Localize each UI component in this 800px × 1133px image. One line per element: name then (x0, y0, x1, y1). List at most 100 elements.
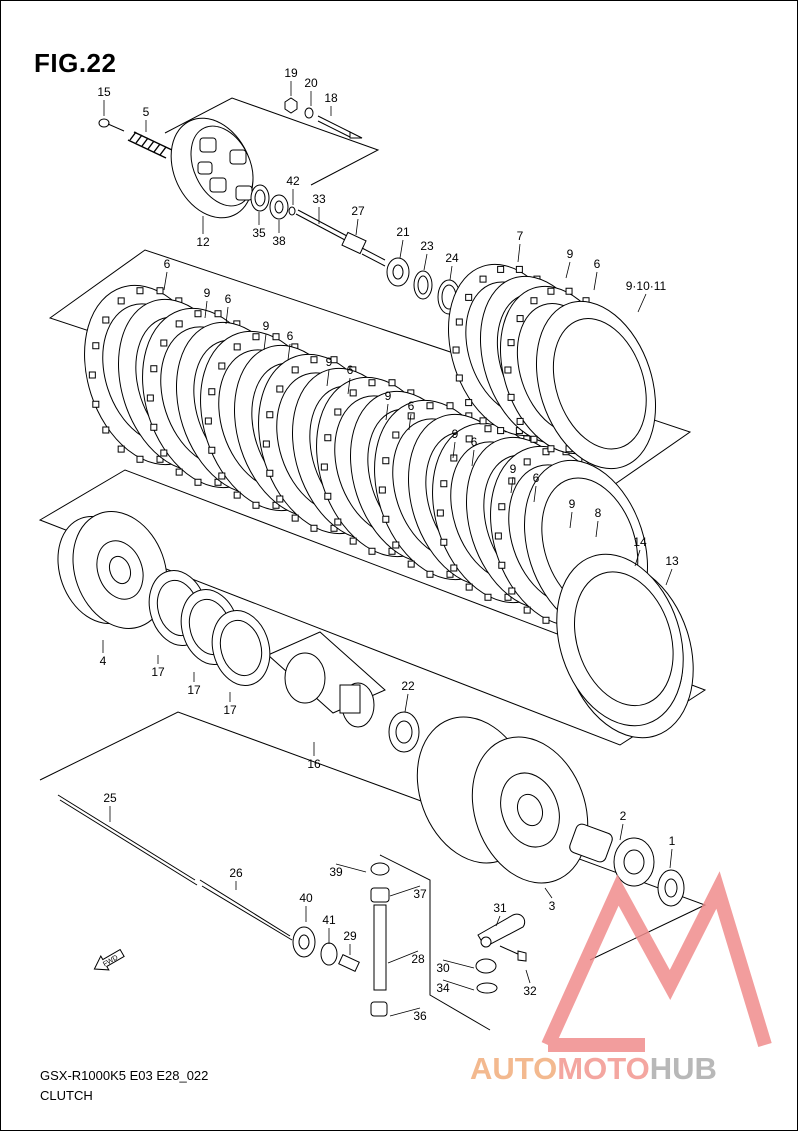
leader-line (408, 413, 412, 431)
leader-line (525, 969, 531, 984)
damper-assembly-part-16 (284, 652, 375, 728)
part-number-label: 4 (100, 654, 107, 668)
leader-line (595, 520, 599, 538)
leader-line (225, 306, 229, 325)
part-number-label: 9 (452, 427, 459, 441)
leader-line (510, 476, 514, 494)
push-rod-part-26 (199, 879, 293, 941)
part-number-label: 34 (436, 981, 450, 995)
leader-line (665, 568, 673, 586)
part-number-label: 3 (549, 899, 556, 913)
part-number-label: 31 (493, 901, 507, 915)
leader-line (442, 979, 475, 991)
part-number-label: 8 (595, 506, 602, 520)
part-number-label: 29 (343, 929, 357, 943)
part-number-label: 9 (569, 497, 576, 511)
oil-seal-part-40 (292, 926, 316, 958)
push-piece-part-27 (341, 231, 386, 267)
leader-line (669, 848, 673, 869)
part-number-label: 6 (225, 292, 232, 306)
part-number-label: 22 (401, 679, 415, 693)
part-number-label: 41 (322, 913, 336, 927)
part-number-label: 27 (351, 204, 365, 218)
part-number-label: 23 (420, 239, 434, 253)
leader-line (204, 300, 208, 319)
leader-line (335, 863, 367, 873)
brand-part-moto: MOTO (557, 1051, 650, 1086)
part-number-label: 26 (229, 866, 243, 880)
bearing-part-41 (320, 942, 338, 966)
part-number-label: 6 (471, 435, 478, 449)
release-box (379, 854, 491, 1031)
part-number-label: 17 (223, 703, 237, 717)
forward-arrow-icon: FWD (93, 948, 125, 971)
part-number-label: 17 (187, 683, 201, 697)
clutch-plate (556, 553, 684, 727)
part-number-label: 38 (272, 234, 286, 248)
part-number-label: 7 (517, 229, 524, 243)
clutch-housing-part-3 (416, 716, 589, 884)
part-number-label: 33 (312, 192, 326, 206)
leader-line (399, 239, 404, 259)
leader-line (619, 823, 624, 841)
part-number-label: 40 (299, 891, 313, 905)
leader-line (544, 887, 553, 899)
brand-part-hub: HUB (649, 1051, 717, 1086)
part-number-label: 6 (594, 257, 601, 271)
bolt-part-18 (284, 97, 363, 139)
leader-line (387, 950, 419, 964)
push-rod-part-25 (57, 794, 198, 886)
leader-line (263, 333, 267, 351)
leader-line (355, 218, 359, 236)
watermark-brand: AUTOMOTOHUB (470, 1051, 717, 1087)
pressure-plate-part-12 (170, 117, 254, 219)
leader-line (634, 549, 641, 567)
spacer-part-2 (569, 823, 613, 863)
part-number-label: 32 (523, 984, 537, 998)
washer-part-35 (250, 184, 270, 212)
release-arm-part-31 (477, 913, 526, 948)
spring-part-5 (127, 131, 173, 159)
bolt-part-32 (499, 945, 527, 962)
figure-title: FIG.22 (34, 48, 117, 78)
part-number-label: 28 (411, 952, 425, 966)
part-number-label: 12 (196, 235, 210, 249)
leader-line (569, 511, 573, 529)
part-number-label: 9 (326, 355, 333, 369)
needle-bearing (613, 837, 655, 887)
part-number-label: 30 (436, 961, 450, 975)
part-number-label: 21 (396, 225, 410, 239)
clutch-plates (84, 263, 694, 739)
fwd-label: FWD (102, 954, 119, 968)
clutch-plate (535, 300, 657, 470)
part-number-label: 6 (347, 363, 354, 377)
leader-line (449, 265, 453, 281)
part-number-label: 9·10·11 (626, 279, 667, 293)
part-number-label: 18 (324, 91, 338, 105)
nut-part-21 (386, 257, 410, 287)
part-number-label: 5 (143, 105, 150, 119)
part-number-label: 6 (408, 399, 415, 413)
ring-part-42 (288, 206, 296, 216)
release-shaft-part-28 (370, 862, 390, 1017)
leader-line (533, 485, 537, 503)
part-number-label: 37 (413, 887, 427, 901)
pressure-plate-box (164, 97, 380, 186)
section-name: CLUTCH (40, 1088, 93, 1103)
part-number-label: 6 (533, 471, 540, 485)
leader-line (389, 1007, 421, 1017)
leader-line (452, 441, 456, 459)
leader-line (404, 693, 409, 713)
part-number-label: 42 (286, 174, 300, 188)
model-code: GSX-R1000K5 E03 E28_022 (40, 1068, 209, 1083)
bearing-part-38 (269, 194, 289, 220)
leader-line (389, 885, 421, 897)
part-number-label: 9 (263, 319, 270, 333)
thrust-washer-part-22 (388, 711, 420, 753)
leader-line (163, 271, 168, 291)
leader-line (326, 369, 330, 387)
watermark-logo-icon (541, 871, 772, 1052)
part-number-label: 13 (665, 554, 679, 568)
push-rod-part-33 (295, 209, 348, 241)
